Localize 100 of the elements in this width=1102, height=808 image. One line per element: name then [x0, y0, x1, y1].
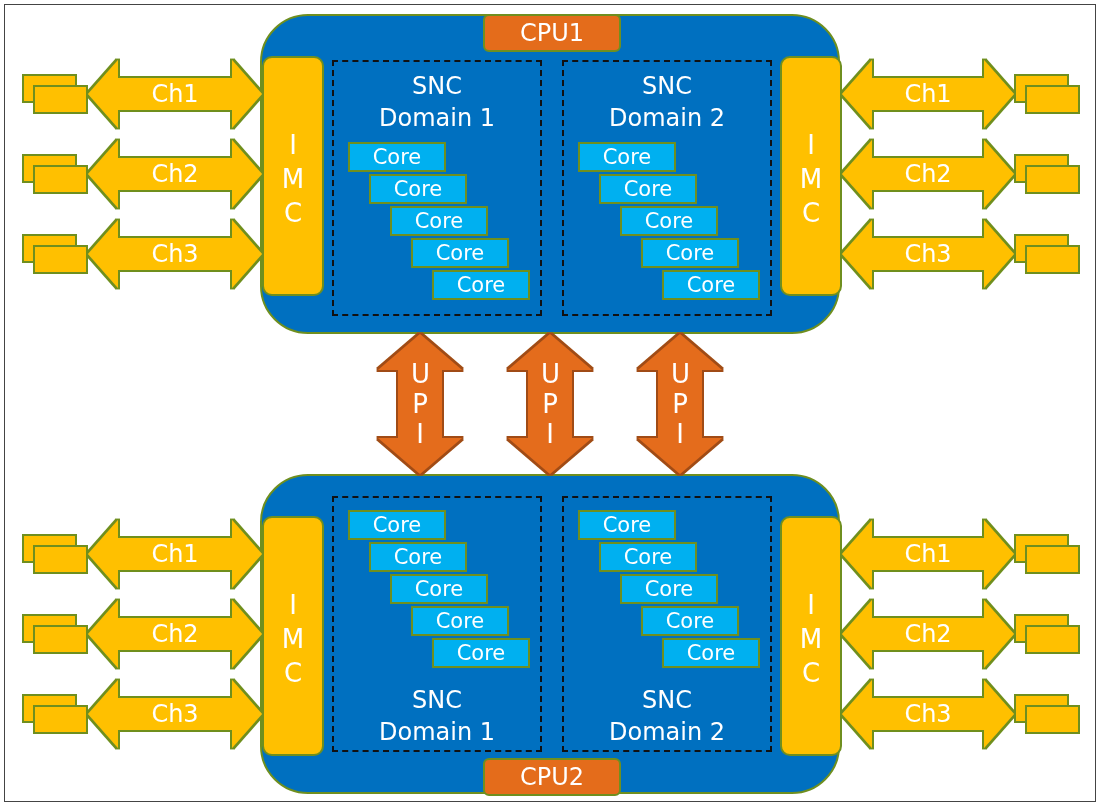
core-box [578, 510, 676, 540]
memory-modules-drawing [1014, 74, 1080, 114]
core-label: Core [434, 608, 486, 634]
core-box [369, 542, 467, 572]
core-label: Core [413, 208, 465, 234]
memory-controller-box [262, 56, 324, 296]
edge-label: Ch3 [904, 700, 952, 728]
core-label: Core [622, 176, 674, 202]
edge-label: Ch2 [151, 160, 199, 188]
double-arrow [88, 220, 262, 288]
core-label: Core [455, 272, 507, 298]
cpu-label: CPU1 [483, 14, 621, 52]
double-arrow [842, 600, 1014, 668]
edge-label: Ch1 [904, 540, 952, 568]
core-label: Core [455, 640, 507, 666]
core-label: Core [622, 544, 674, 570]
edge-label: Ch1 [151, 540, 199, 568]
double-arrow [842, 520, 1014, 588]
edge-label: Ch2 [904, 620, 952, 648]
edge-label: Ch2 [151, 620, 199, 648]
memory-controller-label: IMC [798, 589, 824, 690]
core-box [432, 638, 530, 668]
core-label: Core [643, 576, 695, 602]
domain-label: SNC Domain 1 [378, 71, 496, 134]
memory-modules-drawing [1014, 154, 1080, 194]
core-box [432, 270, 530, 300]
edge-label: Ch2 [904, 160, 952, 188]
core-box [411, 238, 509, 268]
double-arrow [88, 680, 262, 748]
edge-label: Ch1 [904, 80, 952, 108]
double-arrow [842, 60, 1014, 128]
core-box [599, 174, 697, 204]
memory-modules-drawing [1014, 694, 1080, 734]
core-box [369, 174, 467, 204]
core-label: Core [643, 208, 695, 234]
core-box [390, 574, 488, 604]
core-label: Core [685, 272, 737, 298]
edge-label: UPI [541, 359, 559, 449]
double-arrow [88, 60, 262, 128]
memory-modules-drawing [1014, 534, 1080, 574]
double-arrow [88, 600, 262, 668]
memory-modules-drawing [1014, 234, 1080, 274]
core-box [641, 606, 739, 636]
double-arrow [842, 220, 1014, 288]
domain-label: SNC Domain 2 [608, 685, 726, 748]
memory-modules-drawing [22, 74, 88, 114]
core-label: Core [601, 512, 653, 538]
core-label: Core [664, 608, 716, 634]
domain-box [562, 60, 772, 316]
memory-controller-label: IMC [280, 589, 306, 690]
memory-modules-drawing [22, 154, 88, 194]
memory-modules-drawing [1014, 614, 1080, 654]
memory-modules-drawing [22, 234, 88, 274]
memory-controller-label: IMC [798, 129, 824, 230]
double-arrow [842, 140, 1014, 208]
core-box [348, 510, 446, 540]
core-box [390, 206, 488, 236]
domain-box [332, 60, 542, 316]
core-label: Core [413, 576, 465, 602]
domain-box [562, 496, 772, 752]
double-arrow [88, 520, 262, 588]
edge-label: Ch3 [151, 700, 199, 728]
double-arrow [508, 334, 592, 474]
domain-label: SNC Domain 1 [378, 685, 496, 748]
memory-controller-box [780, 516, 842, 756]
cpu-package [260, 14, 840, 334]
core-label: Core [392, 176, 444, 202]
edge-label: Ch1 [151, 80, 199, 108]
core-label: Core [685, 640, 737, 666]
core-label: Core [371, 144, 423, 170]
core-box [662, 638, 760, 668]
core-label: Core [601, 144, 653, 170]
core-box [599, 542, 697, 572]
core-box [662, 270, 760, 300]
memory-modules-drawing [22, 534, 88, 574]
core-box [620, 574, 718, 604]
edge-label: Ch3 [151, 240, 199, 268]
double-arrow [842, 680, 1014, 748]
edge-label: UPI [671, 359, 689, 449]
memory-controller-box [780, 56, 842, 296]
memory-controller-box [262, 516, 324, 756]
domain-label: SNC Domain 2 [608, 71, 726, 134]
core-box [348, 142, 446, 172]
core-box [620, 206, 718, 236]
double-arrow [638, 334, 722, 474]
memory-modules-drawing [22, 694, 88, 734]
core-box [578, 142, 676, 172]
core-box [641, 238, 739, 268]
core-box [411, 606, 509, 636]
edge-label: Ch3 [904, 240, 952, 268]
cpu-label: CPU2 [483, 758, 621, 796]
memory-controller-label: IMC [280, 129, 306, 230]
core-label: Core [434, 240, 486, 266]
double-arrow [378, 334, 462, 474]
core-label: Core [664, 240, 716, 266]
core-label: Core [371, 512, 423, 538]
edge-label: UPI [411, 359, 429, 449]
core-label: Core [392, 544, 444, 570]
memory-modules-drawing [22, 614, 88, 654]
double-arrow [88, 140, 262, 208]
